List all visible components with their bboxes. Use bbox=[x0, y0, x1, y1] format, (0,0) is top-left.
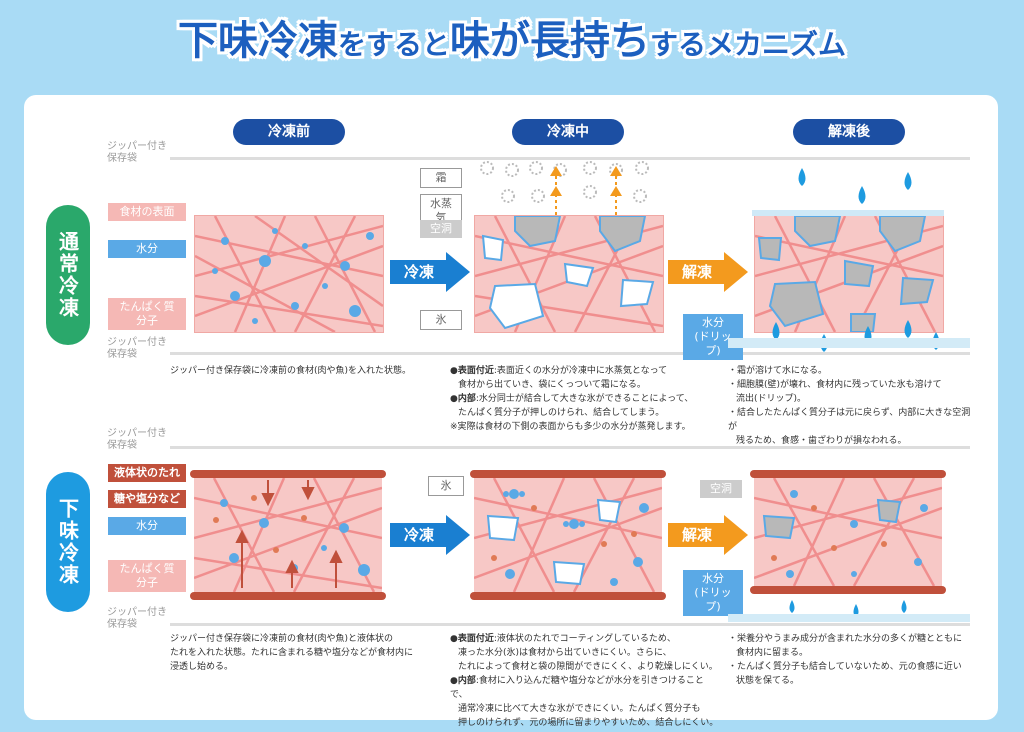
tissue-fibers bbox=[475, 216, 663, 332]
tissue-fibers bbox=[194, 478, 382, 592]
column-header-before: 冷凍前 bbox=[233, 119, 345, 145]
bag-label-bottom-2: ジッパー付き保存袋 bbox=[107, 607, 167, 630]
desc-marinated-after: ・栄養分やうまみ成分が含まれた水分の多くが糖とともに 食材内に留まる。 ・たんぱ… bbox=[728, 634, 963, 686]
tissue-normal-after bbox=[754, 215, 944, 333]
freeze-arrow-marinated: 冷凍 bbox=[390, 515, 470, 555]
title-part1: 下味冷凍 bbox=[177, 18, 338, 64]
bag-line bbox=[170, 157, 970, 160]
tissue-marinated-during bbox=[474, 478, 662, 592]
thaw-arrow-normal: 解凍 bbox=[668, 252, 748, 292]
sauce-coating bbox=[750, 470, 946, 478]
tissue-normal-before bbox=[194, 215, 384, 333]
tag-water: 水分 bbox=[108, 240, 186, 258]
tag-protein: たんぱく質分子 bbox=[108, 560, 186, 592]
tissue-fibers bbox=[474, 478, 662, 592]
bag-label-top-2: ジッパー付き保存袋 bbox=[107, 337, 167, 360]
tissue-fibers bbox=[754, 478, 942, 586]
tag-ice: 氷 bbox=[428, 476, 464, 496]
tissue-fibers bbox=[195, 216, 383, 332]
bag-line bbox=[170, 623, 970, 626]
title-part4: するメカニズム bbox=[650, 28, 847, 61]
bag-line bbox=[170, 352, 970, 355]
tag-cavity: 空洞 bbox=[700, 480, 742, 498]
desc-marinated-before: ジッパー付き保存袋に冷凍前の食材(肉や魚)と液体状の たれを入れた状態。たれに含… bbox=[170, 634, 414, 672]
tissue-marinated-before bbox=[194, 478, 382, 592]
column-header-after: 解凍後 bbox=[793, 119, 905, 145]
title-part3: 味が長持ち bbox=[450, 18, 650, 64]
tag-drip: 水分(ドリップ) bbox=[683, 570, 743, 616]
thaw-arrow-marinated: 解凍 bbox=[668, 515, 748, 555]
tag-water: 水分 bbox=[108, 517, 186, 535]
sauce-coating bbox=[190, 470, 386, 478]
tissue-fibers bbox=[755, 216, 943, 332]
drip-pool bbox=[728, 338, 970, 348]
tag-ice: 氷 bbox=[420, 310, 462, 330]
tag-surface: 食材の表面 bbox=[108, 203, 186, 221]
frost-layer bbox=[752, 210, 944, 216]
tag-sauce: 液体状のたれ bbox=[108, 464, 186, 482]
sauce-coating bbox=[470, 470, 666, 478]
bag-label-bottom-1: ジッパー付き保存袋 bbox=[107, 428, 167, 451]
desc-normal-during: ●表面付近:表面近くの水分が冷凍中に水蒸気となって 食材から出ていき、袋にくっつ… bbox=[450, 366, 694, 432]
row-label-normal: 通常冷凍 bbox=[46, 205, 90, 345]
tag-cavity: 空洞 bbox=[420, 220, 462, 238]
bag-label-top-1: ジッパー付き保存袋 bbox=[107, 141, 167, 164]
tissue-marinated-after bbox=[754, 478, 942, 586]
drip-pool bbox=[728, 614, 970, 622]
title-part2: をすると bbox=[337, 28, 450, 61]
bag-line bbox=[170, 446, 970, 449]
page-title: 下味冷凍をすると味が長持ちするメカニズム bbox=[0, 8, 1024, 66]
row-label-marinated: 下味冷凍 bbox=[46, 472, 90, 612]
freeze-arrow-normal: 冷凍 bbox=[390, 252, 470, 292]
tag-sugar-salt: 糖や塩分など bbox=[108, 490, 186, 508]
tag-drip: 水分(ドリップ) bbox=[683, 314, 743, 360]
tissue-normal-during bbox=[474, 215, 664, 333]
sauce-coating bbox=[190, 592, 386, 600]
desc-normal-after: ・霜が溶けて水になる。 ・細胞膜(壁)が壊れ、食材内に残っていた氷も溶けて 流出… bbox=[728, 366, 971, 446]
tag-frost: 霜 bbox=[420, 168, 462, 188]
sauce-coating bbox=[750, 586, 946, 594]
desc-normal-before: ジッパー付き保存袋に冷凍前の食材(肉や魚)を入れた状態。 bbox=[170, 366, 412, 376]
tag-protein: たんぱく質分子 bbox=[108, 298, 186, 330]
desc-marinated-during: ●表面付近:液体状のたれでコーティングしているため、 凍った水分(氷)は食材から… bbox=[450, 634, 719, 728]
sauce-coating bbox=[470, 592, 666, 600]
column-header-during: 冷凍中 bbox=[512, 119, 624, 145]
